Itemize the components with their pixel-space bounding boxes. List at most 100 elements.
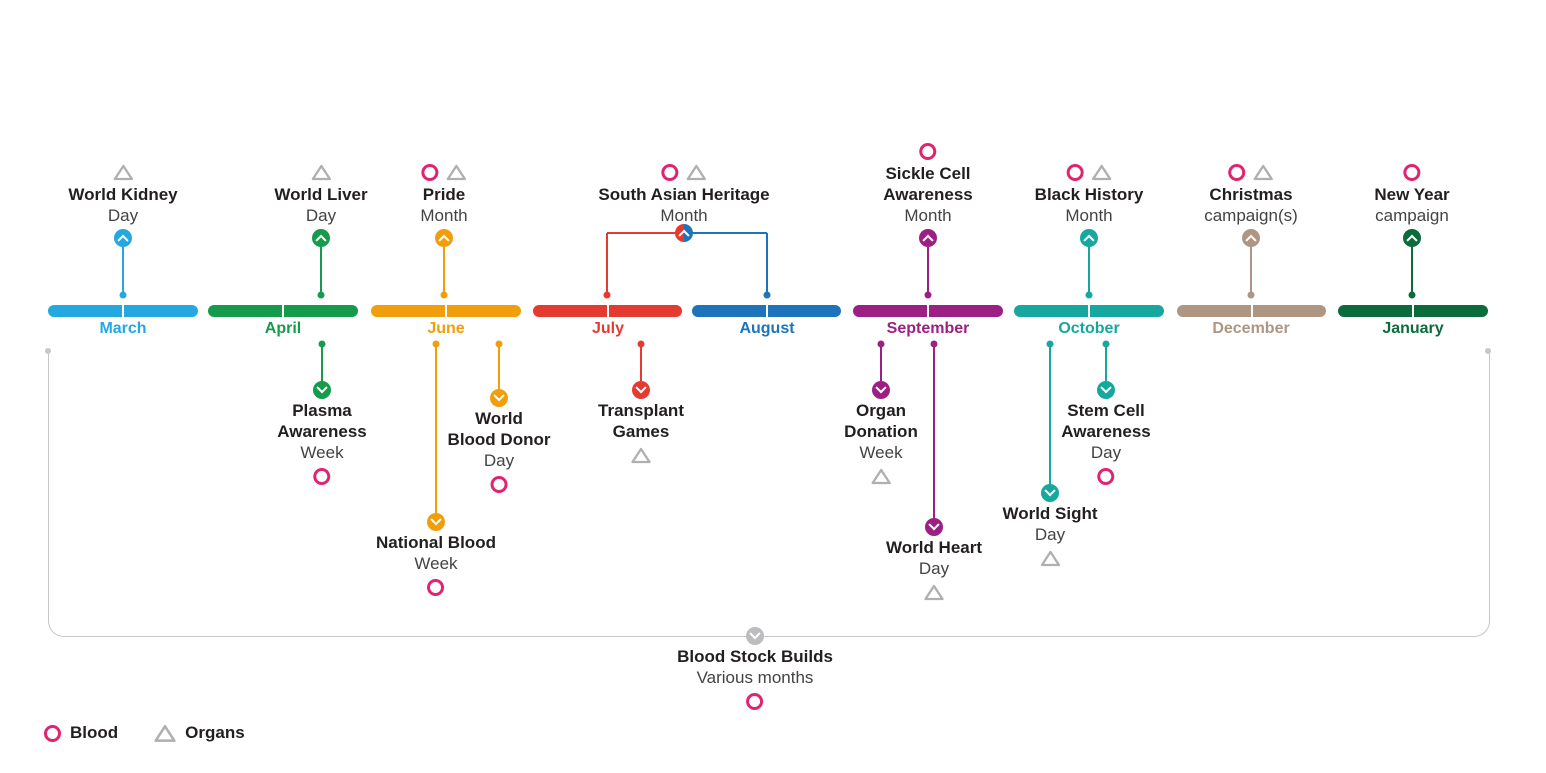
- chevron-up-marker: [312, 229, 330, 247]
- month-label-april: April: [264, 320, 302, 337]
- connector-line: [1105, 347, 1107, 381]
- chevron-down-marker: [872, 381, 890, 399]
- event-type-icons: [421, 162, 467, 182]
- event-pride-month: Pride Month: [420, 162, 468, 226]
- event-type-icons: [427, 577, 445, 597]
- event-type-icons: [661, 162, 707, 182]
- connector-line: [1411, 247, 1413, 292]
- chevron-down-marker: [313, 381, 331, 399]
- blood-icon: [1097, 467, 1115, 485]
- chevron-up-marker: [435, 229, 453, 247]
- chevron-up-marker: [1403, 229, 1421, 247]
- anchor-dot: [877, 340, 885, 348]
- event-type-icons: [631, 445, 651, 465]
- month-label-july: July: [591, 320, 625, 337]
- organs-icon: [924, 584, 944, 600]
- connector-line: [1049, 347, 1051, 484]
- blood-icon: [490, 475, 508, 493]
- event-subtitle: Day: [305, 206, 337, 225]
- month-bar-june: [371, 305, 521, 317]
- connector-line: [321, 347, 323, 381]
- organs-icon: [446, 164, 467, 180]
- blood-icon: [661, 163, 679, 181]
- chevron-down-marker: [1041, 484, 1059, 502]
- event-title: Sickle Cell Awareness: [883, 164, 973, 204]
- event-title: Transplant Games: [598, 401, 684, 441]
- anchor-dot: [432, 340, 440, 348]
- event-transplant-games: Transplant Games: [598, 400, 684, 465]
- connector-line: [927, 247, 929, 292]
- event-title: Christmas: [1209, 185, 1293, 204]
- event-title: Plasma Awareness: [277, 401, 367, 441]
- blood-icon: [44, 724, 61, 742]
- event-type-icons: [311, 162, 331, 182]
- event-south-asian-heritage-month: South Asian Heritage Month: [598, 162, 770, 226]
- event-title: World Liver: [274, 185, 368, 204]
- connector-line: [498, 347, 500, 389]
- connector-line: [640, 347, 642, 381]
- blood-icon: [427, 578, 445, 596]
- anchor-dot: [495, 340, 503, 348]
- connector-line: [320, 247, 322, 292]
- connector-line: [606, 233, 608, 292]
- event-title: World Sight: [1002, 504, 1098, 523]
- event-subtitle: Month: [420, 206, 468, 225]
- event-subtitle: campaign(s): [1204, 206, 1298, 225]
- event-stem-cell-awareness-day: Stem Cell Awareness Day: [1061, 400, 1151, 486]
- event-sickle-cell-awareness-month: Sickle Cell Awareness Month: [883, 141, 973, 226]
- blood-icon: [1403, 163, 1421, 181]
- event-subtitle: Month: [1065, 206, 1113, 225]
- event-title: Blood Stock Builds: [677, 647, 833, 666]
- event-new-year-campaign: New Year campaign: [1374, 162, 1450, 226]
- event-subtitle: Week: [414, 554, 458, 573]
- connector-line: [766, 233, 768, 292]
- event-world-kidney-day: World Kidney Day: [68, 162, 178, 226]
- event-title: Pride: [422, 185, 466, 204]
- event-title: World Blood Donor: [447, 409, 551, 449]
- event-title: Black History: [1034, 185, 1144, 204]
- bracket-end-dot: [45, 348, 51, 354]
- anchor-dot: [1247, 291, 1255, 299]
- event-subtitle: Week: [300, 443, 344, 462]
- blood-icon: [1066, 163, 1084, 181]
- anchor-dot: [763, 291, 771, 299]
- organs-icon: [631, 447, 651, 463]
- chevron-down-marker: [427, 513, 445, 531]
- event-type-icons: [871, 466, 891, 486]
- chevron-up-marker: [919, 229, 937, 247]
- anchor-dot: [930, 340, 938, 348]
- anchor-dot: [1102, 340, 1110, 348]
- event-subtitle: Month: [660, 206, 708, 225]
- event-world-sight-day: World Sight Day: [1002, 503, 1098, 568]
- organs-icon: [113, 164, 133, 180]
- legend-organs-label: Organs: [185, 723, 245, 742]
- anchor-dot: [637, 340, 645, 348]
- chevron-down-marker: [925, 518, 943, 536]
- organs-icon: [871, 468, 891, 484]
- blood-icon: [1228, 163, 1246, 181]
- event-subtitle: Day: [918, 559, 950, 578]
- chevron-down-marker: [632, 381, 650, 399]
- connector-line: [880, 347, 882, 381]
- event-subtitle: Month: [904, 206, 952, 225]
- organs-icon: [1091, 164, 1112, 180]
- month-bar-august: [692, 305, 841, 317]
- anchor-dot: [440, 291, 448, 299]
- event-world-liver-day: World Liver Day: [274, 162, 368, 226]
- organs-icon: [311, 164, 331, 180]
- event-subtitle: campaign: [1375, 206, 1449, 225]
- organs-icon: [154, 724, 176, 742]
- event-title: National Blood: [376, 533, 496, 552]
- anchor-dot: [1085, 291, 1093, 299]
- month-bar-april: [208, 305, 358, 317]
- various-months-bracket: [48, 351, 1490, 637]
- month-label-december: December: [1212, 320, 1290, 337]
- month-bar-october: [1014, 305, 1164, 317]
- anchor-dot: [318, 340, 326, 348]
- event-type-icons: [1066, 162, 1112, 182]
- chevron-down-marker: [490, 389, 508, 407]
- month-label-january: January: [1382, 320, 1444, 337]
- legend: Blood Organs: [44, 723, 245, 743]
- event-subtitle: Day: [107, 206, 139, 225]
